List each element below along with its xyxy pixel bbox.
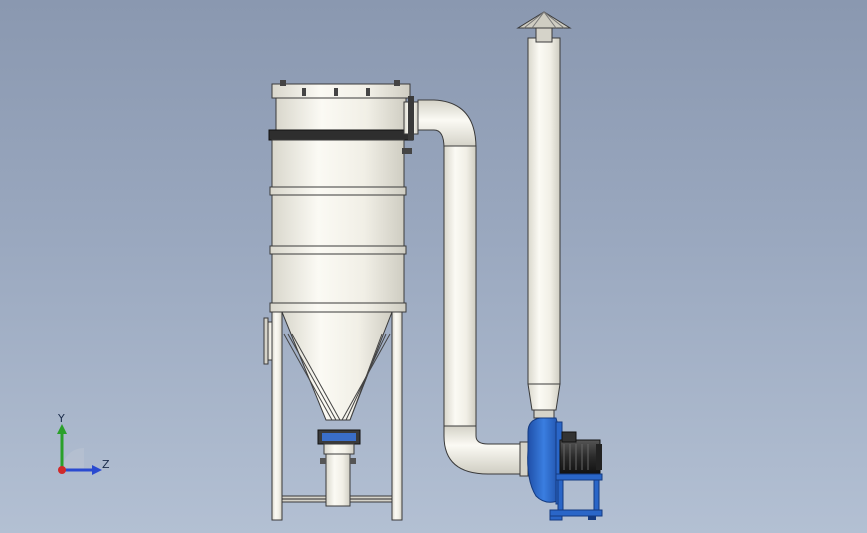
- centrifugal-fan[interactable]: [527, 417, 563, 521]
- outlet-duct-elbow[interactable]: [417, 99, 477, 151]
- rain-cap: [516, 11, 572, 43]
- exhaust-stack[interactable]: [527, 37, 561, 419]
- bottom-elbow[interactable]: [443, 425, 529, 477]
- rotary-valve[interactable]: [317, 429, 361, 507]
- dust-collector-tank[interactable]: [268, 80, 419, 313]
- fan-base-frame: [549, 473, 603, 520]
- vertical-duct[interactable]: [443, 145, 477, 429]
- cone-hopper[interactable]: [281, 311, 393, 421]
- electric-motor[interactable]: [559, 431, 602, 475]
- triad-arrows: [57, 424, 102, 475]
- z-axis-label: Z: [102, 458, 110, 471]
- y-axis-label: Y: [58, 412, 65, 425]
- coordinate-triad: Y Z: [48, 412, 118, 482]
